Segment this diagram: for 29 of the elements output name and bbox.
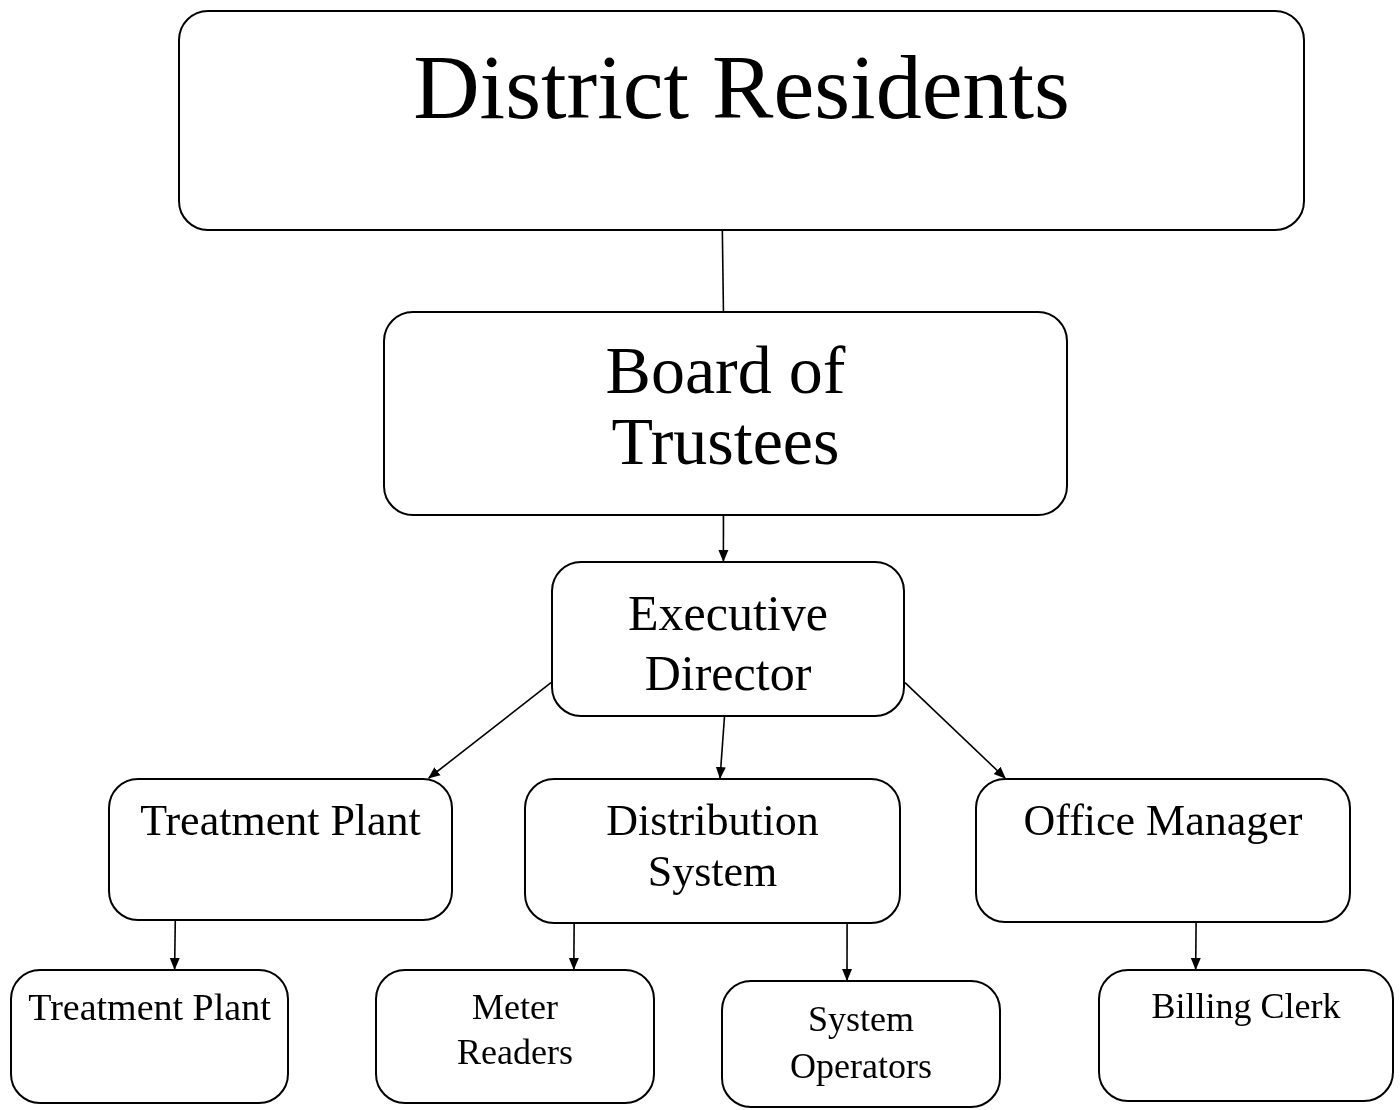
role-label: Meter Readers [456,986,574,1074]
arrow [568,923,579,970]
arrow [428,681,552,779]
role-label: Executive Director [627,584,829,703]
connector-line [721,230,725,312]
org-box [375,969,655,1104]
role-label: Board of Trustees [604,335,847,478]
role-label: Office Manager [1023,796,1303,847]
org-box [524,778,901,924]
role-label: Treatment Plant [28,985,271,1030]
org-box [10,969,289,1104]
org-box [108,778,453,921]
role-label: Treatment Plant [140,796,421,847]
role-label: Distribution System [605,796,820,898]
org-box [975,778,1351,923]
org-box [1098,969,1394,1102]
org-box [383,311,1068,516]
arrow [842,923,852,981]
arrow [1190,922,1201,970]
org-box [551,561,905,717]
arrow [715,716,726,779]
arrow [904,681,1006,779]
role-label: Billing Clerk [1151,985,1341,1028]
org-box [721,980,1001,1108]
org-box [178,10,1305,231]
arrow [169,920,180,970]
role-label: System Operators [789,998,933,1088]
arrow [718,515,729,562]
role-label: District Residents [413,35,1070,140]
